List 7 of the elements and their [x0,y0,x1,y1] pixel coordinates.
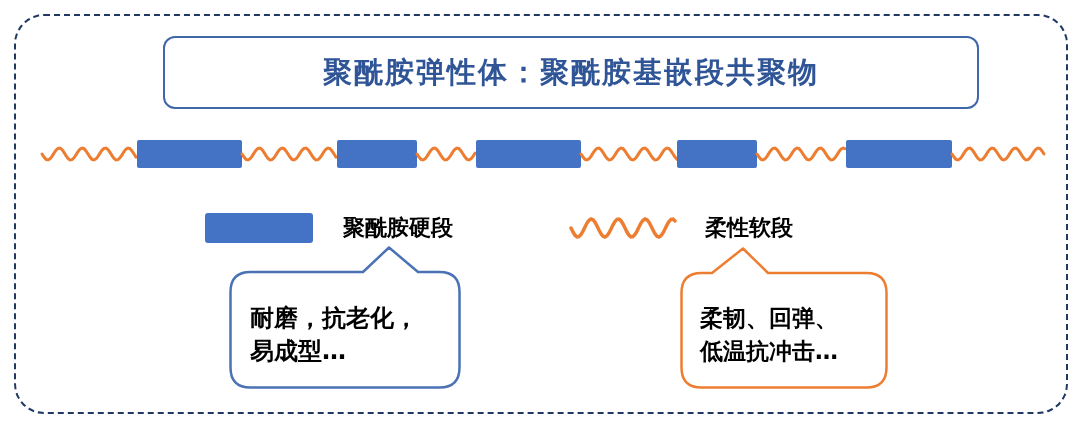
legend-label: 聚酰胺硬段 [343,214,453,242]
bubble-text: 耐磨，抗老化，易成型… [250,303,419,367]
legend-label: 柔性软段 [705,214,793,242]
speech-bubble [229,246,461,389]
title-banner: 聚酰胺弹性体：聚酰胺基嵌段共聚物 [163,36,979,109]
speech-bubble [680,247,888,389]
bubble-text: 柔韧、回弹、低温抗冲击… [700,304,839,366]
